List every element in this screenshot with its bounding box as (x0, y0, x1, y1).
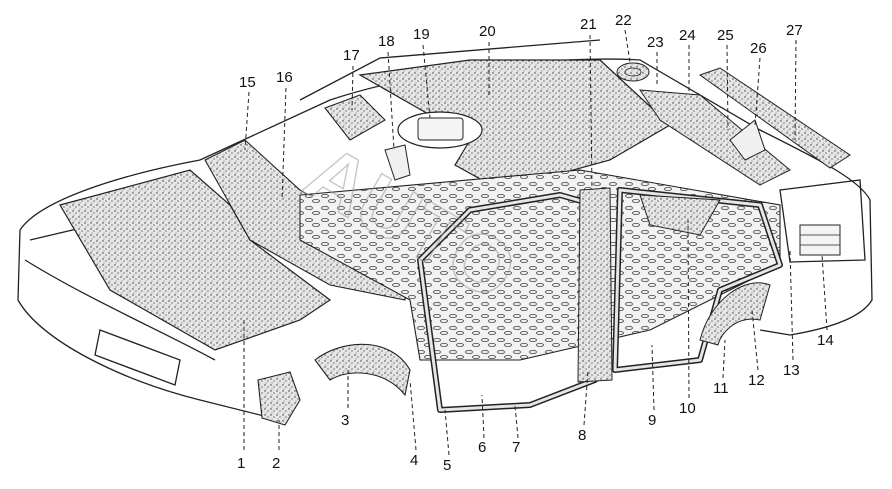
callout-12: 12 (748, 372, 765, 389)
callout-8: 8 (578, 427, 586, 444)
callout-14: 14 (817, 332, 834, 349)
callout-18: 18 (378, 33, 395, 50)
callout-10: 10 (679, 400, 696, 417)
callout-22: 22 (615, 12, 632, 29)
callout-15: 15 (239, 74, 256, 91)
rear-shelf-strip (698, 67, 851, 169)
callout-6: 6 (478, 439, 486, 456)
dome-lamp (397, 111, 483, 149)
callout-20: 20 (479, 23, 496, 40)
callout-5: 5 (443, 457, 451, 474)
rear-door-seal-inner (613, 188, 782, 372)
callout-1: 1 (237, 455, 245, 472)
callout-27: 27 (786, 22, 803, 39)
callout-21: 21 (580, 16, 597, 33)
rear-wheel-arch-liner (699, 282, 771, 346)
tail-lamp (799, 224, 841, 256)
callout-7: 7 (512, 439, 520, 456)
callout-3: 3 (341, 412, 349, 429)
callout-labels: 1 2 3 4 5 6 7 8 9 10 11 12 13 14 15 16 1… (237, 12, 834, 474)
leader-lines (243, 29, 828, 456)
callout-16: 16 (276, 69, 293, 86)
callout-25: 25 (717, 27, 734, 44)
rear-floor-insulation (639, 194, 721, 236)
speaker-grille (616, 62, 650, 82)
callout-24: 24 (679, 27, 696, 44)
callout-4: 4 (410, 452, 418, 469)
callout-9: 9 (648, 412, 656, 429)
sun-visor-pad (324, 94, 386, 141)
callout-11: 11 (713, 380, 729, 397)
callout-23: 23 (647, 34, 664, 51)
front-door-seal-inner (418, 193, 597, 412)
fender-pad (257, 371, 301, 426)
hood-insulation (59, 169, 332, 351)
shelf-bracket (729, 119, 766, 161)
parcel-shelf-insulation (639, 89, 791, 186)
mirror-bracket (384, 144, 411, 181)
callout-13: 13 (783, 362, 800, 379)
callout-17: 17 (343, 47, 360, 64)
front-wheel-arch-liner (314, 343, 411, 397)
b-pillar-trim (577, 187, 613, 383)
callout-19: 19 (413, 26, 430, 43)
car-body-outline (17, 39, 873, 421)
callout-26: 26 (750, 40, 767, 57)
callout-2: 2 (272, 455, 280, 472)
